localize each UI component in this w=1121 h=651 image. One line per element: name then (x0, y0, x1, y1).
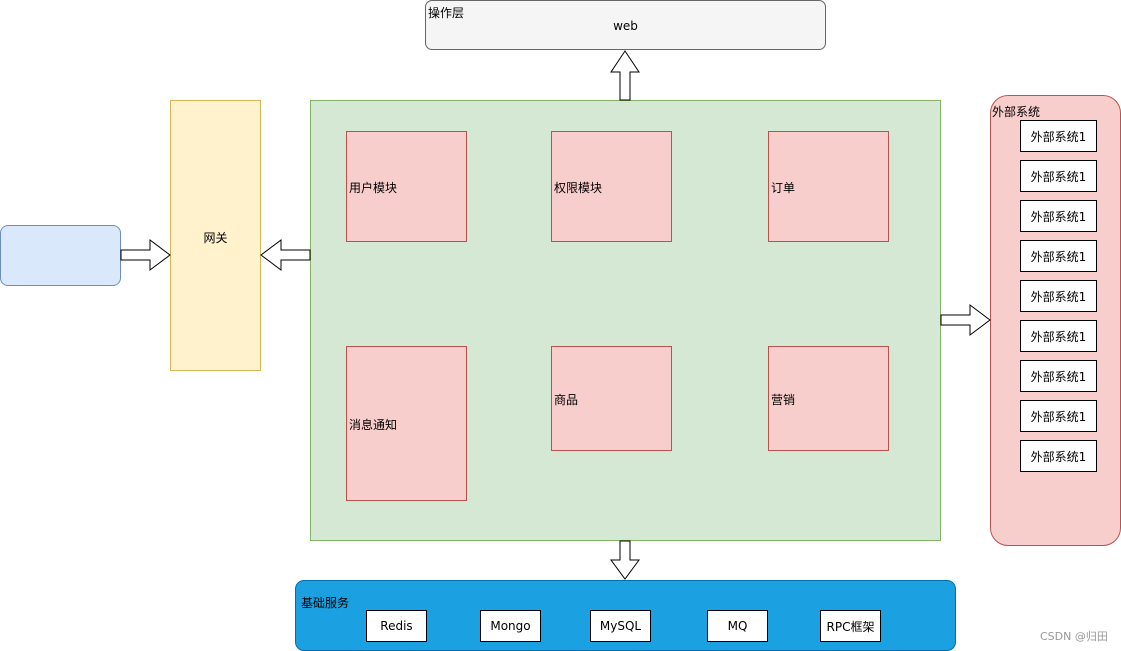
external-system-item[interactable]: 外部系统1 (1020, 360, 1097, 392)
module-label: 营销 (771, 393, 796, 407)
service-mysql[interactable]: MySQL (590, 610, 651, 642)
external-system-item[interactable]: 外部系统1 (1020, 200, 1097, 232)
operation-layer-title: 操作层 (428, 6, 465, 20)
gateway-label: 网关 (203, 231, 228, 245)
base-services[interactable]: 基础服务 Redis Mongo MySQL MQ RPC框架 (295, 580, 956, 651)
arrow-main-to-base (610, 540, 640, 580)
base-services-title: 基础服务 (301, 596, 350, 610)
watermark: CSDN @归田 (1040, 630, 1108, 643)
service-mongo[interactable]: Mongo (480, 610, 541, 642)
business-container[interactable]: 用户模块 权限模块 订单 消息通知 商品 营销 (310, 100, 941, 541)
external-system-item[interactable]: 外部系统1 (1020, 160, 1097, 192)
external-systems-title: 外部系统 (992, 105, 1041, 119)
arrow-main-to-external (940, 304, 991, 336)
arrow-client-to-gateway (120, 239, 171, 271)
external-system-item[interactable]: 外部系统1 (1020, 280, 1097, 312)
module-marketing[interactable]: 营销 (768, 346, 889, 451)
arrow-main-to-web (610, 50, 640, 101)
service-redis[interactable]: Redis (366, 610, 427, 642)
module-label: 商品 (554, 393, 579, 407)
external-system-item[interactable]: 外部系统1 (1020, 400, 1097, 432)
module-order[interactable]: 订单 (768, 131, 889, 242)
gateway-box[interactable]: 网关 (170, 100, 261, 371)
web-label: web (613, 19, 638, 33)
external-system-item[interactable]: 外部系统1 (1020, 320, 1097, 352)
service-mq[interactable]: MQ (707, 610, 768, 642)
arrow-main-to-gateway (260, 239, 311, 271)
module-label: 用户模块 (349, 181, 398, 195)
module-user[interactable]: 用户模块 (346, 131, 467, 242)
external-system-item[interactable]: 外部系统1 (1020, 240, 1097, 272)
module-label: 权限模块 (554, 181, 603, 195)
external-systems[interactable]: 外部系统 外部系统1 外部系统1 外部系统1 外部系统1 外部系统1 外部系统1… (990, 95, 1121, 546)
module-product[interactable]: 商品 (551, 346, 672, 451)
module-label: 订单 (771, 181, 796, 195)
operation-layer[interactable]: 操作层 web (425, 0, 826, 50)
service-rpc[interactable]: RPC框架 (820, 610, 881, 642)
external-system-item[interactable]: 外部系统1 (1020, 120, 1097, 152)
module-notification[interactable]: 消息通知 (346, 346, 467, 501)
module-label: 消息通知 (349, 418, 398, 432)
external-system-item[interactable]: 外部系统1 (1020, 440, 1097, 472)
module-permission[interactable]: 权限模块 (551, 131, 672, 242)
